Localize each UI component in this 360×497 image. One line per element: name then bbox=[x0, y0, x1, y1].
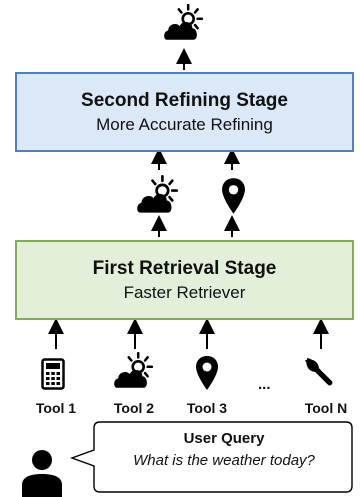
user-icon bbox=[22, 450, 62, 497]
user-query-text: User Query What is the weather today? bbox=[100, 430, 348, 469]
user-query-question: What is the weather today? bbox=[133, 452, 315, 469]
middle-location-pin-icon bbox=[222, 178, 245, 214]
first-stage-title: First Retrieval Stage bbox=[92, 258, 277, 279]
first-stage-subtitle: Faster Retriever bbox=[123, 283, 246, 302]
user-query-title: User Query bbox=[183, 430, 265, 447]
tool-2-label: Tool 2 bbox=[113, 400, 155, 416]
wrench-icon bbox=[304, 357, 333, 386]
location-pin-icon bbox=[196, 356, 218, 390]
tools-ellipsis: ... bbox=[258, 376, 271, 393]
weather-icon bbox=[113, 352, 154, 390]
middle-weather-icon bbox=[136, 175, 179, 214]
first-retrieval-stage-box: First Retrieval Stage Faster Retriever bbox=[15, 240, 354, 320]
tool-n-label: Tool N bbox=[304, 400, 348, 416]
calculator-icon bbox=[41, 358, 65, 390]
second-stage-subtitle: More Accurate Refining bbox=[96, 115, 273, 134]
tool-3-label: Tool 3 bbox=[186, 400, 228, 416]
tool-1-label: Tool 1 bbox=[35, 400, 77, 416]
speech-bubble bbox=[69, 421, 353, 493]
second-refining-stage-box: Second Refining Stage More Accurate Refi… bbox=[15, 72, 354, 152]
second-stage-title: Second Refining Stage bbox=[81, 90, 288, 111]
output-weather-icon bbox=[163, 4, 204, 42]
